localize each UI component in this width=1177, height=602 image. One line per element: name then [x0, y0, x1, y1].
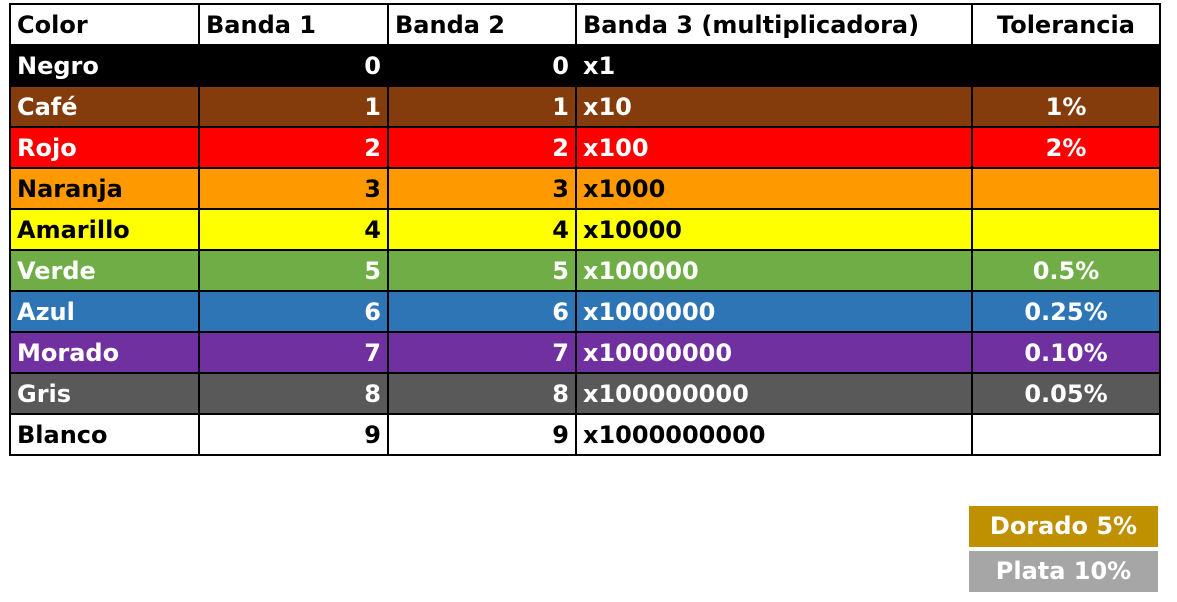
band2-cell: 2: [387, 126, 577, 169]
color-name-cell: Blanco: [9, 413, 200, 456]
band1-cell: 3: [198, 167, 389, 210]
header-band3: Banda 3 (multiplicadora): [575, 3, 973, 46]
multiplier-cell: x10000000: [575, 331, 973, 374]
band2-cell: 9: [387, 413, 577, 456]
color-name-cell: Azul: [9, 290, 200, 333]
color-name-cell: Morado: [9, 331, 200, 374]
band1-cell: 6: [198, 290, 389, 333]
band1-cell: 5: [198, 249, 389, 292]
band1-cell: 9: [198, 413, 389, 456]
table-row: Negro 0 0 x1: [9, 44, 1161, 87]
table-row: Rojo 2 2 x100 2%: [9, 126, 1161, 169]
tolerance-cell: [971, 167, 1161, 210]
color-name-cell: Negro: [9, 44, 200, 87]
header-row: Color Banda 1 Banda 2 Banda 3 (multiplic…: [9, 3, 1161, 46]
multiplier-cell: x100: [575, 126, 973, 169]
tolerance-cell: [971, 413, 1161, 456]
resistor-color-code-table: Color Banda 1 Banda 2 Banda 3 (multiplic…: [9, 3, 1161, 456]
tolerance-cell: [971, 44, 1161, 87]
table-row: Morado 7 7 x10000000 0.10%: [9, 331, 1161, 374]
multiplier-cell: x10: [575, 85, 973, 128]
multiplier-cell: x1000000000: [575, 413, 973, 456]
tolerance-cell: 0.10%: [971, 331, 1161, 374]
band2-cell: 6: [387, 290, 577, 333]
band2-cell: 0: [387, 44, 577, 87]
band2-cell: 1: [387, 85, 577, 128]
tolerance-cell: 0.25%: [971, 290, 1161, 333]
color-name-cell: Rojo: [9, 126, 200, 169]
table-row: Blanco 9 9 x1000000000: [9, 413, 1161, 456]
multiplier-cell: x100000000: [575, 372, 973, 415]
multiplier-cell: x1000: [575, 167, 973, 210]
header-tolerance: Tolerancia: [971, 3, 1161, 46]
color-name-cell: Café: [9, 85, 200, 128]
band2-cell: 7: [387, 331, 577, 374]
multiplier-cell: x10000: [575, 208, 973, 251]
multiplier-cell: x1000000: [575, 290, 973, 333]
tolerance-cell: 1%: [971, 85, 1161, 128]
multiplier-cell: x100000: [575, 249, 973, 292]
color-name-cell: Naranja: [9, 167, 200, 210]
color-name-cell: Amarillo: [9, 208, 200, 251]
band1-cell: 8: [198, 372, 389, 415]
tolerance-cell: 2%: [971, 126, 1161, 169]
color-name-cell: Gris: [9, 372, 200, 415]
table-row: Gris 8 8 x100000000 0.05%: [9, 372, 1161, 415]
header-color: Color: [9, 3, 200, 46]
band1-cell: 1: [198, 85, 389, 128]
band1-cell: 0: [198, 44, 389, 87]
multiplier-cell: x1: [575, 44, 973, 87]
table-row: Amarillo 4 4 x10000: [9, 208, 1161, 251]
header-band1: Banda 1: [198, 3, 389, 46]
band2-cell: 3: [387, 167, 577, 210]
band1-cell: 7: [198, 331, 389, 374]
table-body: Negro 0 0 x1 Café 1 1 x10 1% Rojo 2 2 x1…: [9, 44, 1161, 456]
table-row: Café 1 1 x10 1%: [9, 85, 1161, 128]
band2-cell: 8: [387, 372, 577, 415]
tolerance-cell: [971, 208, 1161, 251]
band1-cell: 4: [198, 208, 389, 251]
table-row: Naranja 3 3 x1000: [9, 167, 1161, 210]
band1-cell: 2: [198, 126, 389, 169]
silver-tolerance-label: Plata 10%: [969, 551, 1158, 592]
header-band2: Banda 2: [387, 3, 577, 46]
table-header: Color Banda 1 Banda 2 Banda 3 (multiplic…: [9, 3, 1161, 46]
band2-cell: 4: [387, 208, 577, 251]
band2-cell: 5: [387, 249, 577, 292]
color-name-cell: Verde: [9, 249, 200, 292]
gold-tolerance-label: Dorado 5%: [969, 506, 1158, 547]
tolerance-cell: 0.05%: [971, 372, 1161, 415]
table-row: Verde 5 5 x100000 0.5%: [9, 249, 1161, 292]
tolerance-cell: 0.5%: [971, 249, 1161, 292]
table-row: Azul 6 6 x1000000 0.25%: [9, 290, 1161, 333]
